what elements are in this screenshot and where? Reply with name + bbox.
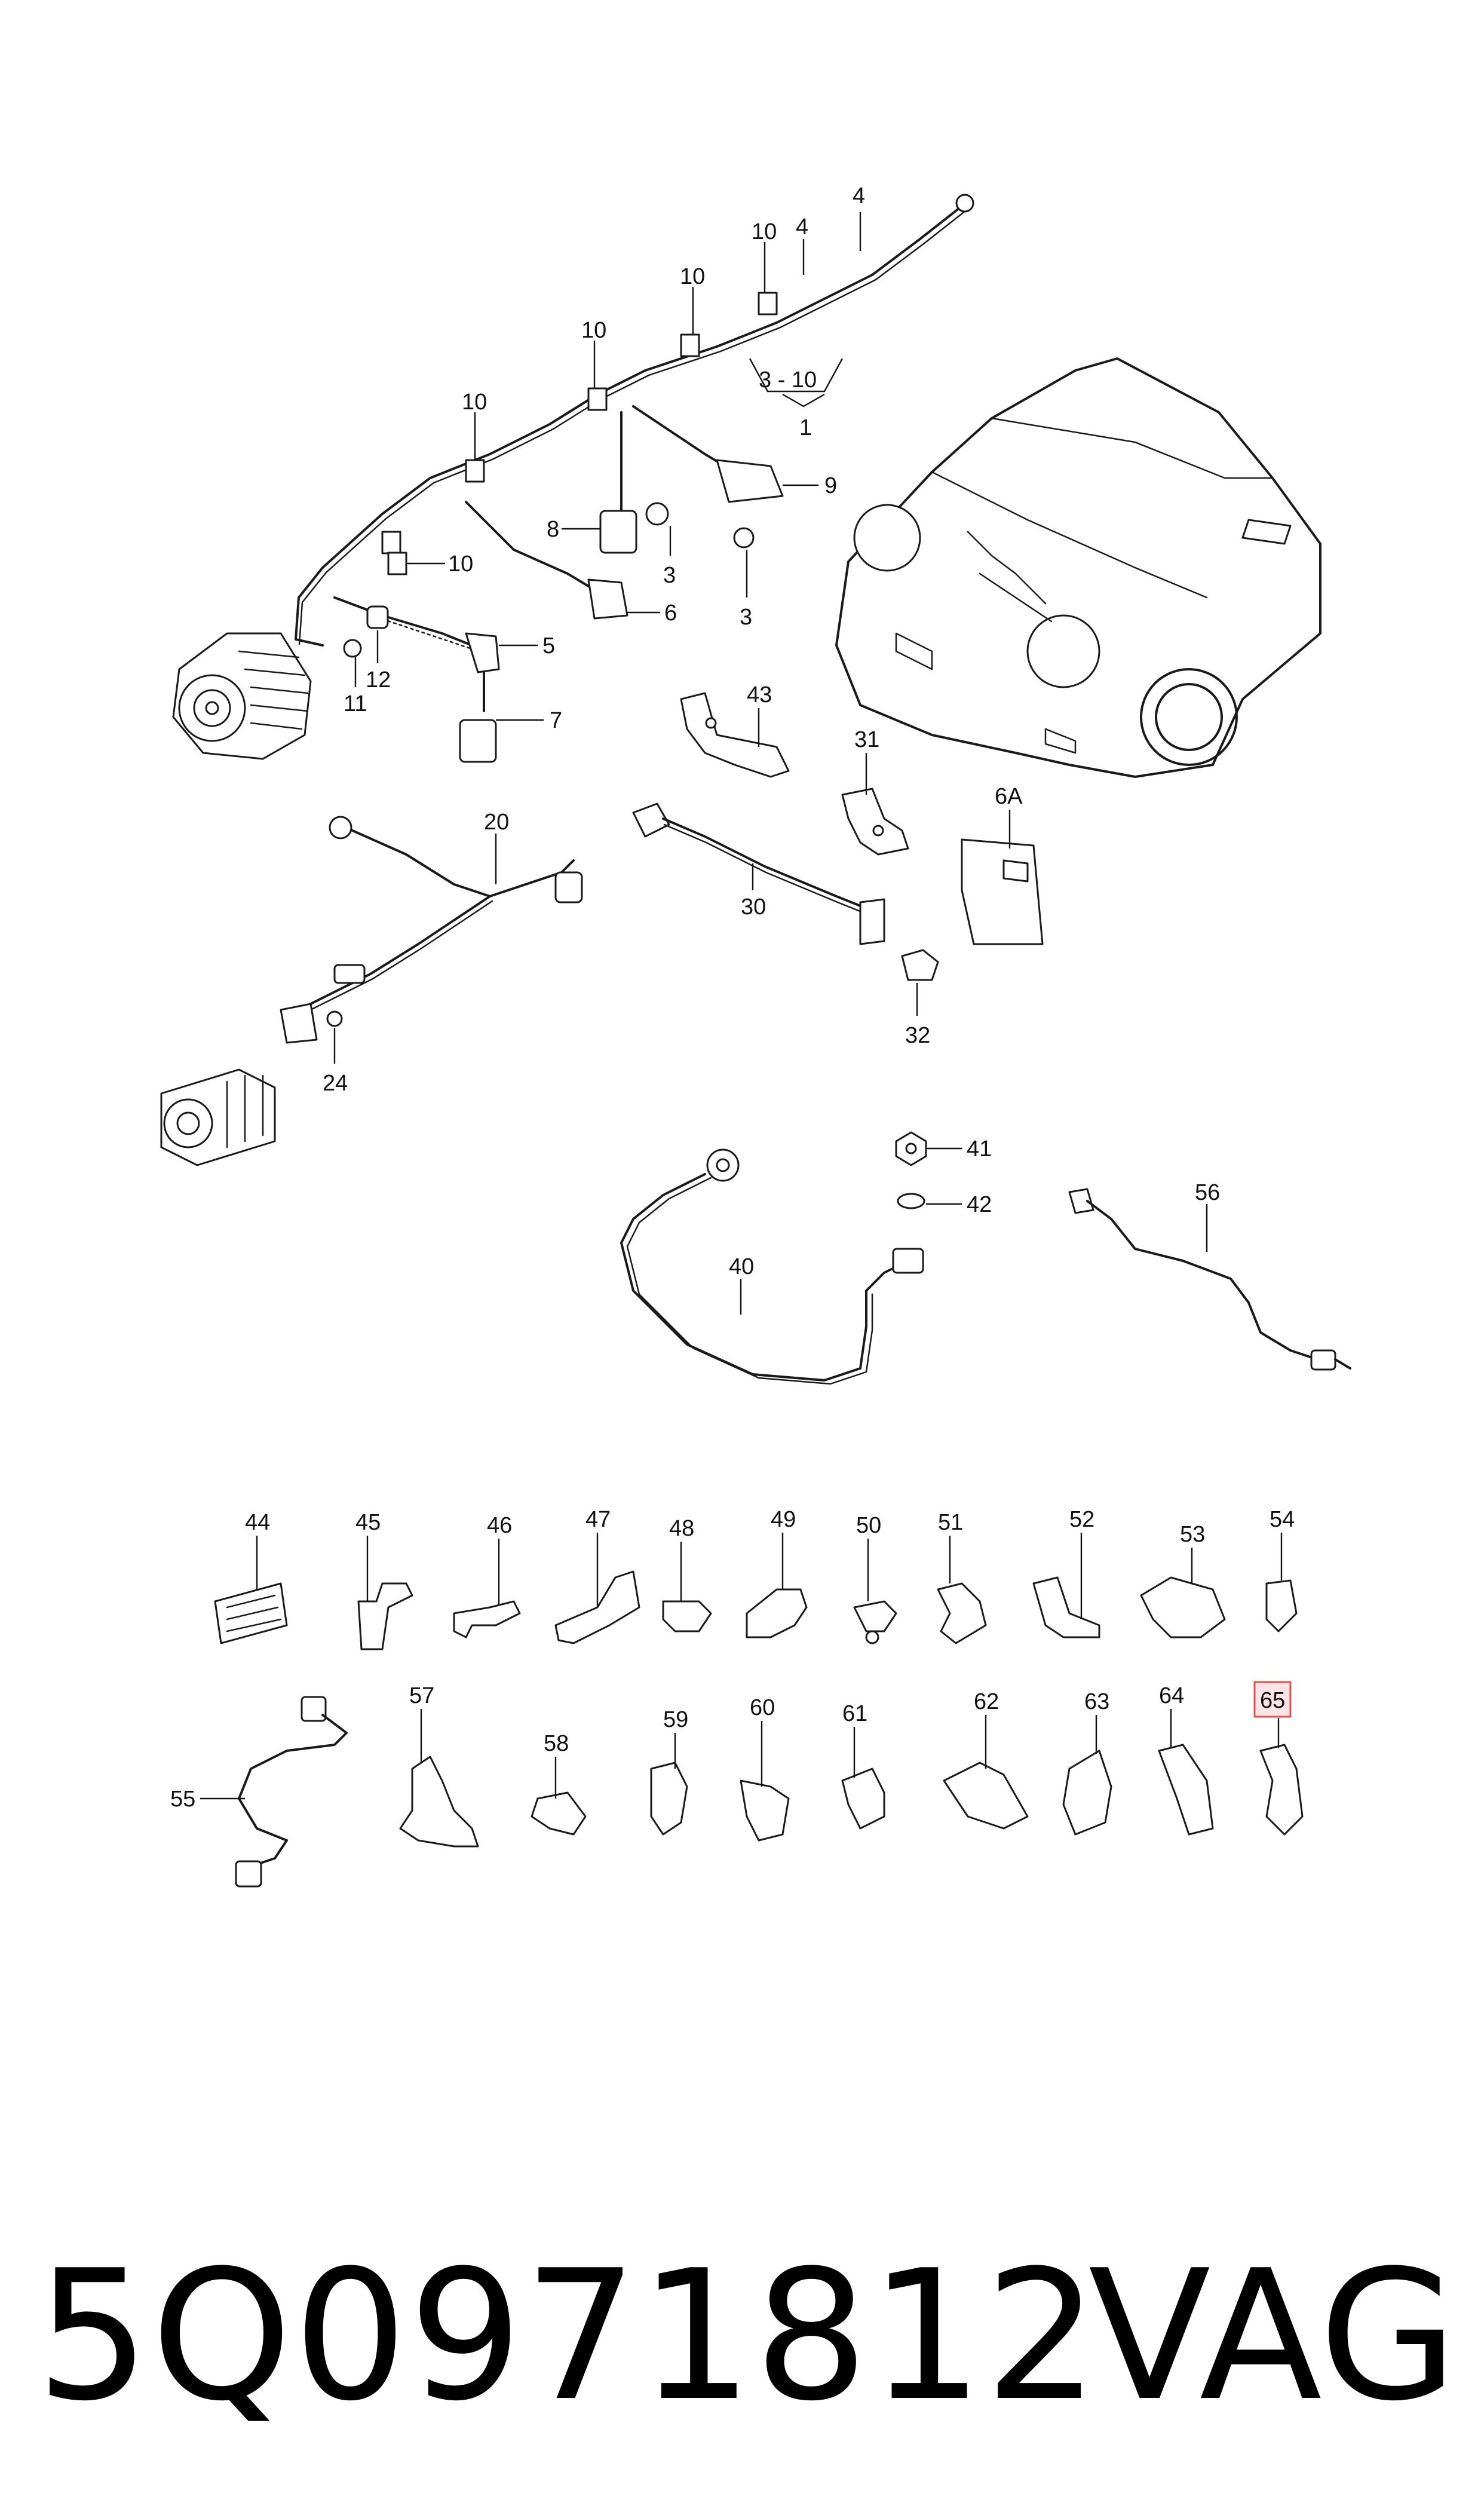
callout-11: 11: [344, 691, 367, 716]
callout-7: 7: [550, 708, 562, 733]
callout-57: 57: [409, 1683, 434, 1708]
vehicle-illustration: [835, 357, 1322, 778]
brand-name: VAG: [1088, 2232, 1458, 2440]
callout-56: 56: [1195, 1180, 1220, 1205]
callout-60: 60: [750, 1695, 775, 1720]
callout-49: 49: [771, 1507, 796, 1532]
callout-65: 65: [1260, 1688, 1285, 1713]
callout-10d: 10: [462, 390, 487, 415]
callout-63: 63: [1084, 1689, 1109, 1714]
callout-4b: 4: [796, 215, 808, 240]
callout-58: 58: [544, 1731, 569, 1756]
callout-52: 52: [1069, 1507, 1094, 1532]
callout-50: 50: [856, 1513, 881, 1538]
callout-10c: 10: [581, 318, 606, 343]
callout-31: 31: [854, 727, 879, 752]
callout-54: 54: [1270, 1507, 1295, 1532]
callout-44: 44: [245, 1510, 270, 1535]
main-wiring-harness: [295, 194, 974, 763]
callout-8: 8: [547, 517, 559, 542]
callout-10e: 10: [448, 552, 473, 577]
callout-32: 32: [905, 1023, 930, 1048]
callout-6: 6: [664, 601, 677, 626]
callout-41: 41: [967, 1137, 992, 1162]
callout-55: 55: [170, 1787, 195, 1812]
middle-parts-cluster: [632, 692, 1044, 981]
small-parts-row-1: [214, 1570, 1298, 1650]
callout-48: 48: [669, 1516, 694, 1541]
callout-47: 47: [585, 1507, 611, 1532]
alternator-illustration: [172, 632, 312, 760]
callout-12: 12: [366, 667, 391, 693]
starter-cable-assembly: [160, 816, 583, 1166]
callout-1: 1: [799, 415, 812, 440]
callout-45: 45: [355, 1510, 381, 1535]
callout-65-highlight: [1253, 1681, 1292, 1718]
battery-cable-assembly: [620, 1131, 927, 1385]
callout-labels: 4 4 10 10 10 10 10 3 - 10 1 9 8 3 3 6 5 …: [170, 183, 1295, 1812]
callout-5: 5: [542, 633, 555, 658]
part-number: 5Q0971812: [36, 2232, 1100, 2440]
callout-24: 24: [323, 1071, 348, 1096]
callout-9: 9: [824, 473, 837, 498]
small-parts-row-2: [235, 1696, 1304, 1888]
callout-51: 51: [938, 1510, 963, 1535]
callout-64: 64: [1159, 1683, 1184, 1708]
footer-caption: 5Q0971812 VAG: [36, 2211, 1458, 2462]
callout-43: 43: [747, 682, 772, 707]
callout-42: 42: [967, 1192, 992, 1217]
callout-62: 62: [974, 1689, 999, 1714]
callout-3b: 3: [740, 605, 752, 630]
callout-3a: 3: [663, 563, 676, 588]
callout-46: 46: [487, 1513, 512, 1538]
callout-20: 20: [484, 810, 509, 835]
callout-59: 59: [663, 1707, 688, 1732]
callout-53: 53: [1180, 1522, 1205, 1547]
callout-61: 61: [842, 1701, 867, 1726]
callout-4a: 4: [853, 183, 865, 209]
callout-30: 30: [741, 895, 766, 920]
callout-10b: 10: [680, 264, 705, 289]
callout-6A: 6A: [995, 784, 1023, 809]
callout-10a: 10: [752, 219, 777, 244]
sensor-cable-56: [1068, 1188, 1351, 1371]
callout-40: 40: [729, 1254, 754, 1279]
callout-3-10: 3 - 10: [759, 367, 817, 393]
